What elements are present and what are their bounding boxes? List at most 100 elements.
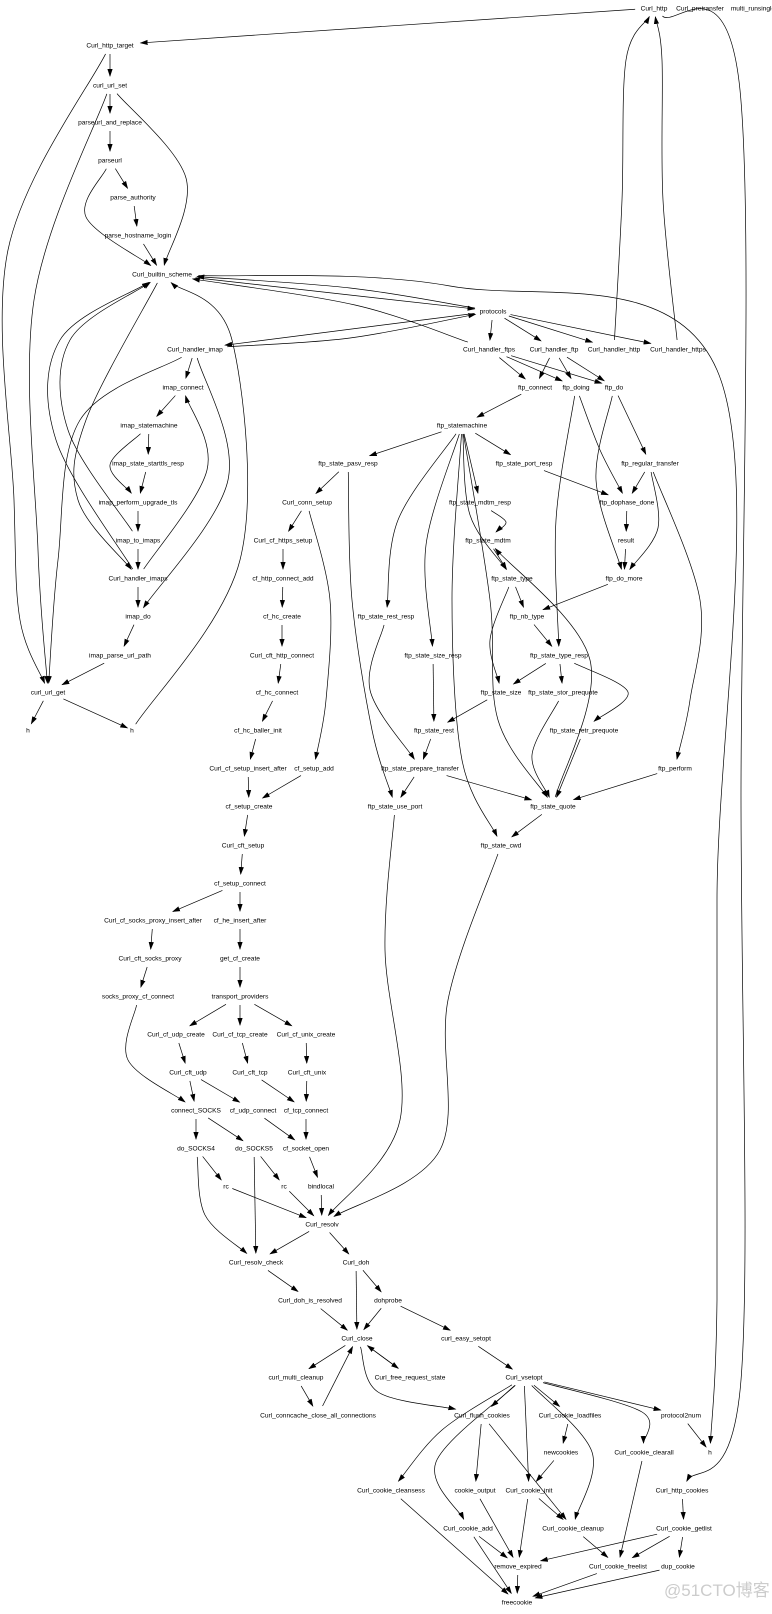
- node-ftp_statemachine: ftp_statemachine: [437, 422, 488, 429]
- edge-cookie_init-to-remove_expired: [517, 1498, 529, 1558]
- edge-cookie_freelist-to-freecookie: [532, 1573, 597, 1597]
- edge-cookie_output-to-remove_expired: [479, 1498, 514, 1559]
- edge-protocols-to-h_http: [508, 315, 594, 343]
- node-cookie_clearall: Curl_cookie_clearall: [614, 1449, 674, 1456]
- node-ftp_state_rest_resp: ftp_state_rest_resp: [358, 613, 415, 620]
- edge-ftp_doing-to-ftp_dophase_done: [579, 395, 623, 494]
- edge-imap_connect-to-imap_statemachine: [156, 395, 176, 417]
- edge-parseurl-to-parse_authority: [115, 168, 129, 190]
- node-dup_cookie: dup_cookie: [661, 1563, 695, 1570]
- node-curl_resolv: Curl_resolv: [305, 1221, 339, 1228]
- node-curl_easy_setopt: curl_easy_setopt: [441, 1335, 491, 1342]
- edge-curl_multi_cleanup-to-conncache_close: [300, 1385, 314, 1407]
- edge-curl_resolv-to-curl_resolv_check: [269, 1231, 310, 1255]
- node-curl_conn_setup: Curl_conn_setup: [282, 499, 332, 506]
- edge-h_ftp-to-ftp_doing: [558, 357, 572, 380]
- edge-curl_url_get-to-h1: [30, 700, 44, 725]
- edge-cookie_clearall-to-cookie_freelist: [619, 1460, 643, 1558]
- node-freecookie: freecookie: [502, 1599, 533, 1606]
- edge-curl_http-to-curl_http_target: [139, 8, 636, 46]
- edge-cookie_getlist-to-dup_cookie: [677, 1536, 684, 1559]
- edge-ftp_statemachine-to-ftp_state_cwd: [451, 433, 498, 838]
- edge-ftp_state_quote-to-ftp_state_cwd: [511, 814, 543, 838]
- edge-ftp_statemachine-to-ftp_state_mdtm_resp: [463, 433, 479, 494]
- node-cf_http_connect_add: cf_http_connect_add: [252, 575, 314, 582]
- edge-do_socks5-to-curl_resolv_check: [253, 1156, 259, 1254]
- node-cookie_output: cookie_output: [454, 1487, 495, 1494]
- edge-ftp_state_use_port-to-curl_resolv: [327, 814, 403, 1217]
- edge-transport_providers-to-cf_unix_create: [254, 1003, 293, 1027]
- node-cft_unix: Curl_cft_unix: [288, 1069, 327, 1076]
- node-curl_close: Curl_close: [341, 1335, 372, 1342]
- edge-curl_http-to-http_cookies: [662, 8, 747, 1482]
- node-ftp_state_size_resp: ftp_state_size_resp: [404, 652, 462, 659]
- node-curl_http_target: Curl_http_target: [86, 42, 133, 49]
- node-cf_udp_create: Curl_cf_udp_create: [147, 1031, 205, 1038]
- edge-curl_vsetopt-to-cookie_cleanup: [531, 1385, 594, 1520]
- edge-ftp_regular_transfer-to-ftp_perform: [652, 471, 703, 761]
- edge-h_ftps-to-ftp_connect: [499, 357, 526, 380]
- edge-parse_hostname_login-to-builtin: [143, 243, 158, 266]
- edge-curl_url_set-to-builtin: [116, 93, 188, 266]
- edge-cf_hc_connect-to-cf_hc_baller_init: [262, 700, 273, 722]
- node-imap_statemachine: imap_statemachine: [120, 422, 178, 429]
- node-cf_setup_create: cf_setup_create: [226, 803, 273, 810]
- node-ftp_state_rest: ftp_state_rest: [414, 727, 454, 734]
- edge-cookie_loadfiles-to-newcookies: [562, 1423, 569, 1445]
- edge-protocol2num-to-h3: [687, 1423, 707, 1448]
- edge-h_ftp-to-ftp_connect: [538, 357, 550, 380]
- edge-dohprobe-to-curl_close: [363, 1308, 382, 1331]
- node-cf_https_setup: Curl_cf_https_setup: [254, 537, 313, 544]
- edge-parse_authority-to-parse_hostname_login: [133, 205, 139, 227]
- node-h_imap: Curl_handler_imap: [167, 346, 223, 353]
- node-do_socks5: do_SOCKS5: [235, 1145, 273, 1152]
- node-builtin: Curl_builtin_scheme: [132, 271, 192, 278]
- node-socks_proxy_cf_connect: socks_proxy_cf_connect: [102, 993, 174, 1000]
- edge-curl_http_target-to-curl_url_get: [1, 53, 106, 685]
- edge-ftp_state_type_resp-to-ftp_state_stor_prequote: [558, 663, 564, 684]
- node-socks_insert: Curl_cf_socks_proxy_insert_after: [104, 917, 203, 924]
- edge-h_https-to-curl_http: [653, 15, 678, 341]
- edge-cft_setup-to-cf_setup_connect: [238, 853, 244, 875]
- edge-imap_do-to-imap_parse_url_path: [123, 624, 135, 647]
- node-parseurl_and_replace: parseurl_and_replace: [78, 119, 142, 126]
- edge-ftp_state_size_resp-to-ftp_state_rest: [431, 663, 437, 722]
- node-ftp_regular_transfer: ftp_regular_transfer: [621, 460, 679, 467]
- node-dohprobe: dohprobe: [374, 1297, 402, 1304]
- node-cookie_init: Curl_cookie_init: [506, 1487, 553, 1494]
- node-newcookies: newcookies: [544, 1449, 579, 1456]
- edge-cf_socket_open-to-bindlocal: [309, 1156, 318, 1179]
- edge-ftp_do_more-to-ftp_nb_type: [542, 583, 609, 611]
- edge-cookie_clearsess-to-freecookie: [400, 1498, 509, 1595]
- node-ftp_state_use_port: ftp_state_use_port: [368, 803, 423, 810]
- edge-curl_vsetopt-to-cookie_add: [434, 1385, 516, 1520]
- node-connect_socks: connect_SOCKS: [171, 1107, 221, 1114]
- edge-h_imap-to-curl_url_get: [46, 356, 182, 685]
- edge-builtin-to-h3: [198, 275, 738, 1445]
- node-imap_perform_upgrade_tls: imap_perform_upgrade_tls: [99, 499, 179, 506]
- node-cf_setup_insert_after: Curl_cf_setup_insert_after: [209, 765, 287, 772]
- edge-ftp_state_retr_prequote-to-ftp_state_quote: [556, 738, 581, 798]
- node-get_cf_create: get_cf_create: [220, 955, 260, 962]
- edge-ftp_do-to-ftp_regular_transfer: [617, 395, 647, 455]
- edge-doh_is_resolved-to-curl_close: [320, 1308, 348, 1331]
- edge-curl_vsetopt-to-protocol2num: [544, 1381, 662, 1411]
- node-cf_tcp_connect: cf_tcp_connect: [284, 1107, 329, 1114]
- edge-cf_setup_create-to-cft_setup: [242, 814, 249, 837]
- edge-h_ftps-to-builtin: [191, 277, 468, 343]
- edge-curl_doh-to-dohprobe: [362, 1270, 382, 1293]
- edge-h_imaps-to-imap_connect: [143, 394, 209, 570]
- node-cookie_clearsess: Curl_cookie_cleansess: [357, 1487, 426, 1494]
- edge-ftp_perform-to-ftp_state_quote: [572, 773, 658, 800]
- edge-ftp_state_rest-to-ftp_state_prepare_transfer: [422, 738, 432, 760]
- node-cf_tcp_create: Curl_cf_tcp_create: [212, 1031, 268, 1038]
- node-imap_to_imaps: imap_to_imaps: [116, 537, 161, 544]
- edge-ftp_state_mdtm_resp-to-ftp_state_mdtm: [490, 510, 507, 533]
- node-cf_setup_connect: cf_setup_connect: [214, 880, 266, 887]
- edge-cookie_cleanup-to-cookie_freelist: [583, 1536, 609, 1558]
- node-h_imaps: Curl_handler_imaps: [108, 575, 168, 582]
- edge-cft_unix-to-cf_tcp_connect: [303, 1080, 310, 1102]
- edge-do_socks4-to-curl_resolv_check: [196, 1156, 248, 1255]
- edge-ftp_statemachine-to-ftp_state_port_resp: [475, 432, 512, 456]
